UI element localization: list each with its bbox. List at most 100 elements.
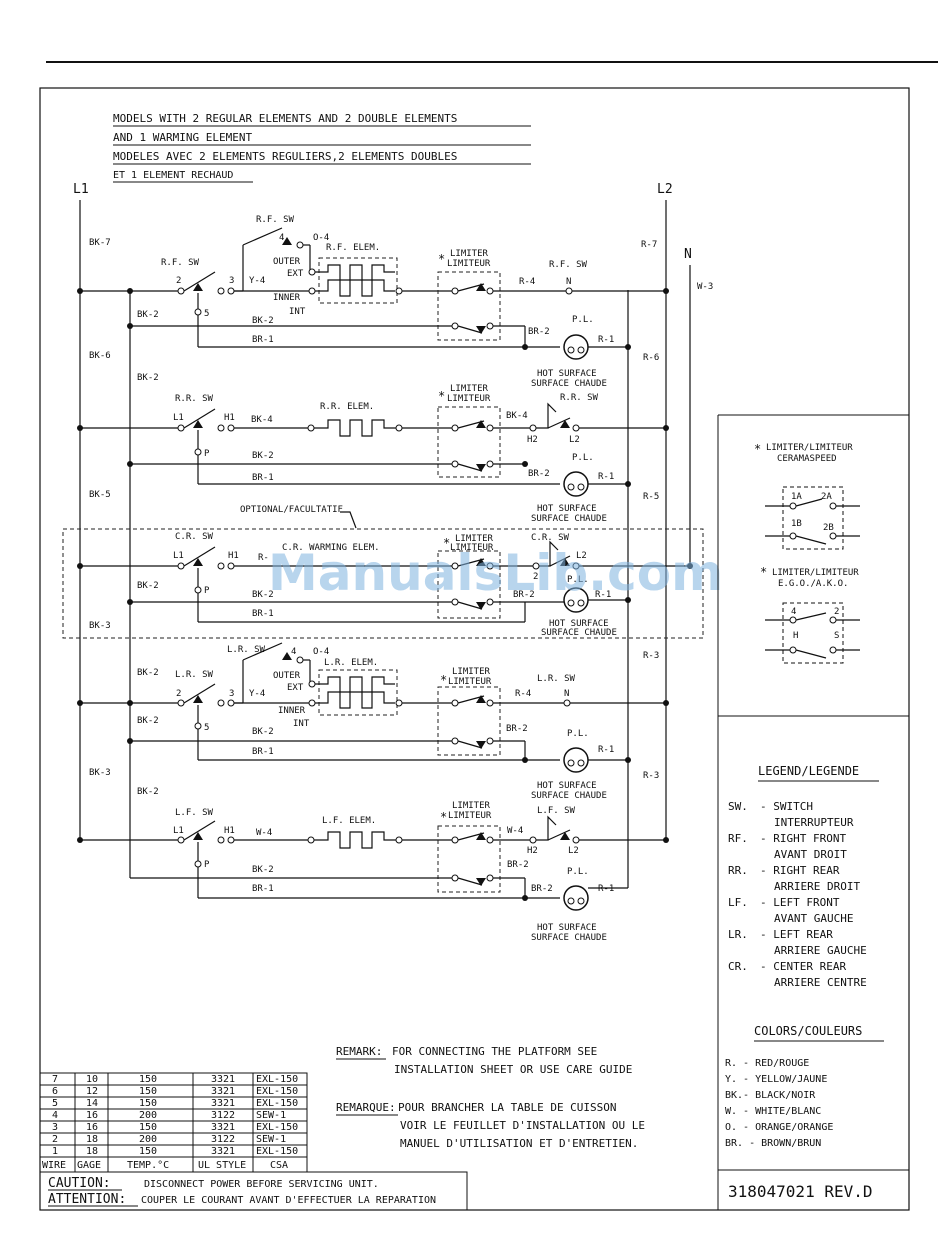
rf-wire-r1: R-1 [598, 335, 614, 345]
lf-wire-bk2: BK-2 [252, 865, 274, 875]
cr-term-l2: L2 [576, 551, 587, 561]
rf-wire-bk2: BK-2 [252, 316, 274, 326]
cr-switch-label: C.R. SW [175, 532, 214, 542]
attention-text: COUPER LE COURANT AVANT D'EFFECTUER LA R… [141, 1195, 436, 1206]
rf-surface-chaude: SURFACE CHAUDE [531, 379, 607, 389]
cr-term-l1: L1 [173, 551, 184, 561]
ego-subtitle: E.G.O./A.K.O. [778, 579, 848, 589]
legend-en: - LEFT FRONT [760, 896, 840, 909]
l2-label: L2 [657, 182, 673, 197]
svg-text:3122: 3122 [211, 1134, 235, 1145]
svg-text:3122: 3122 [211, 1110, 235, 1121]
svg-text:1: 1 [52, 1146, 58, 1157]
table-row: 2 18 200 3122 SEW-1 [52, 1134, 286, 1145]
rr-term-l1: L1 [173, 413, 184, 423]
rr-wire-br2: BR-2 [528, 469, 550, 479]
wire-r6: R-6 [643, 353, 659, 363]
wire-r3-a: R-3 [643, 651, 659, 661]
cr-limiter-label-fr: LIMITEUR [450, 543, 494, 553]
ego-s: S [834, 631, 839, 641]
rr-switch-label: R.R. SW [175, 394, 214, 404]
wire-bk2-a: BK-2 [137, 310, 159, 320]
color-entry: BK.- BLACK/NOIR [725, 1090, 816, 1101]
ego-h: H [793, 631, 798, 641]
attention-label: ATTENTION: [48, 1192, 126, 1207]
wire-bk2-c: BK-2 [137, 581, 159, 591]
legend-list: SW. - SWITCH INTERRUPTEUR RF. - RIGHT FR… [728, 800, 867, 989]
ceramaspeed-2b: 2B [823, 523, 834, 533]
cr-term-h1: H1 [228, 551, 239, 561]
wire-bk3-lf: BK-3 [89, 768, 111, 778]
remark-line-2: INSTALLATION SHEET OR USE CARE GUIDE [394, 1063, 632, 1076]
wire-bk2-d: BK-2 [137, 668, 159, 678]
lf-limiter-label: LIMITER [452, 801, 491, 811]
lr-term-5: 5 [204, 723, 209, 733]
ego-4: 4 [791, 607, 796, 617]
remark-line-1: FOR CONNECTING THE PLATFORM SEE [392, 1045, 597, 1058]
lr-pilot-light [563, 747, 589, 773]
svg-text:150: 150 [139, 1098, 157, 1109]
lf-pilot-label: P.L. [567, 867, 589, 877]
lr-int: INT [293, 719, 310, 729]
lr-wire-y4: Y-4 [249, 689, 265, 699]
lf-wire-r1: R-1 [598, 884, 614, 894]
remark-label: REMARK: [336, 1045, 382, 1058]
lr-term-3: 3 [229, 689, 234, 699]
diagram-title: MODELS WITH 2 REGULAR ELEMENTS AND 2 DOU… [113, 112, 531, 183]
rf-wire-y4: Y-4 [249, 276, 265, 286]
cr-term-p: P [204, 586, 210, 596]
cr-circuit: OPTIONAL/FACULTATIF C.R. SW L1 H1 R- C.R… [62, 505, 704, 639]
cr-surface-chaude: SURFACE CHAUDE [541, 628, 617, 638]
legend-abbr: RF. [728, 832, 748, 845]
svg-text:TEMP.°C: TEMP.°C [127, 1160, 169, 1171]
rr-limiter-label-fr: LIMITEUR [447, 394, 491, 404]
lf-wire-br2: BR-2 [531, 884, 553, 894]
ceramaspeed-box [782, 486, 844, 550]
svg-text:2: 2 [52, 1134, 58, 1145]
lf-limiter-star: * [440, 810, 447, 824]
svg-text:SEW-1: SEW-1 [256, 1134, 286, 1145]
lr-element-label: L.R. ELEM. [324, 658, 378, 668]
cr-wire-br2: BR-2 [513, 590, 535, 600]
svg-text:14: 14 [86, 1098, 98, 1109]
lr-wire-br1: BR-1 [252, 747, 274, 757]
svg-text:UL STYLE: UL STYLE [198, 1160, 246, 1171]
table-row: 6 12 150 3321 EXL-150 [52, 1086, 298, 1097]
svg-text:200: 200 [139, 1134, 157, 1145]
lf-sw-right-label: L.F. SW [537, 806, 576, 816]
lf-hot-surface: HOT SURFACE [537, 923, 597, 933]
rf-wire-br2: BR-2 [528, 327, 550, 337]
lr-outer: OUTER [273, 671, 301, 681]
wire-bk3-cr: BK-3 [89, 621, 111, 631]
optional-label: OPTIONAL/FACULTATIF [240, 505, 343, 515]
rf-term-4: 4 [279, 233, 284, 243]
wire-w3: W-3 [697, 282, 713, 292]
rf-sw-right-label: R.F. SW [549, 260, 588, 270]
rr-surface-chaude: SURFACE CHAUDE [531, 514, 607, 524]
lf-term-l1: L1 [173, 826, 184, 836]
remarque-line-3: MANUEL D'UTILISATION ET D'ENTRETIEN. [400, 1137, 638, 1150]
ceramaspeed-star: * [754, 442, 761, 456]
svg-text:SEW-1: SEW-1 [256, 1110, 286, 1121]
lf-wire-br2-upper: BR-2 [507, 860, 529, 870]
rf-limiter-label-fr: LIMITEUR [447, 259, 491, 269]
l1-label: L1 [73, 182, 89, 197]
rf-sw-upper-label: R.F. SW [256, 215, 295, 225]
cr-wire-r1: R-1 [595, 590, 611, 600]
rf-o4: O-4 [313, 233, 329, 243]
remarque-line-2: VOIR LE FEUILLET D'INSTALLATION OU LE [400, 1119, 645, 1132]
rr-pilot-label: P.L. [572, 453, 594, 463]
svg-text:3321: 3321 [211, 1146, 235, 1157]
table-row: 7 10 150 3321 EXL-150 [52, 1074, 298, 1085]
lf-pilot-light [563, 885, 589, 911]
rf-term-n: N [566, 277, 571, 287]
remark: REMARK: FOR CONNECTING THE PLATFORM SEE … [336, 1045, 645, 1150]
lr-limiter-star: * [440, 673, 447, 687]
lf-term-l2: L2 [568, 846, 579, 856]
ceramaspeed-subtitle: CERAMASPEED [777, 454, 837, 464]
caution-label: CAUTION: [48, 1176, 111, 1191]
colors-list: R. - RED/ROUGE Y. - YELLOW/JAUNE BK.- BL… [725, 1058, 833, 1149]
title-line-4: ET 1 ELEMENT RECHAUD [113, 170, 233, 181]
watermark: ManualsLib.com [268, 544, 723, 602]
